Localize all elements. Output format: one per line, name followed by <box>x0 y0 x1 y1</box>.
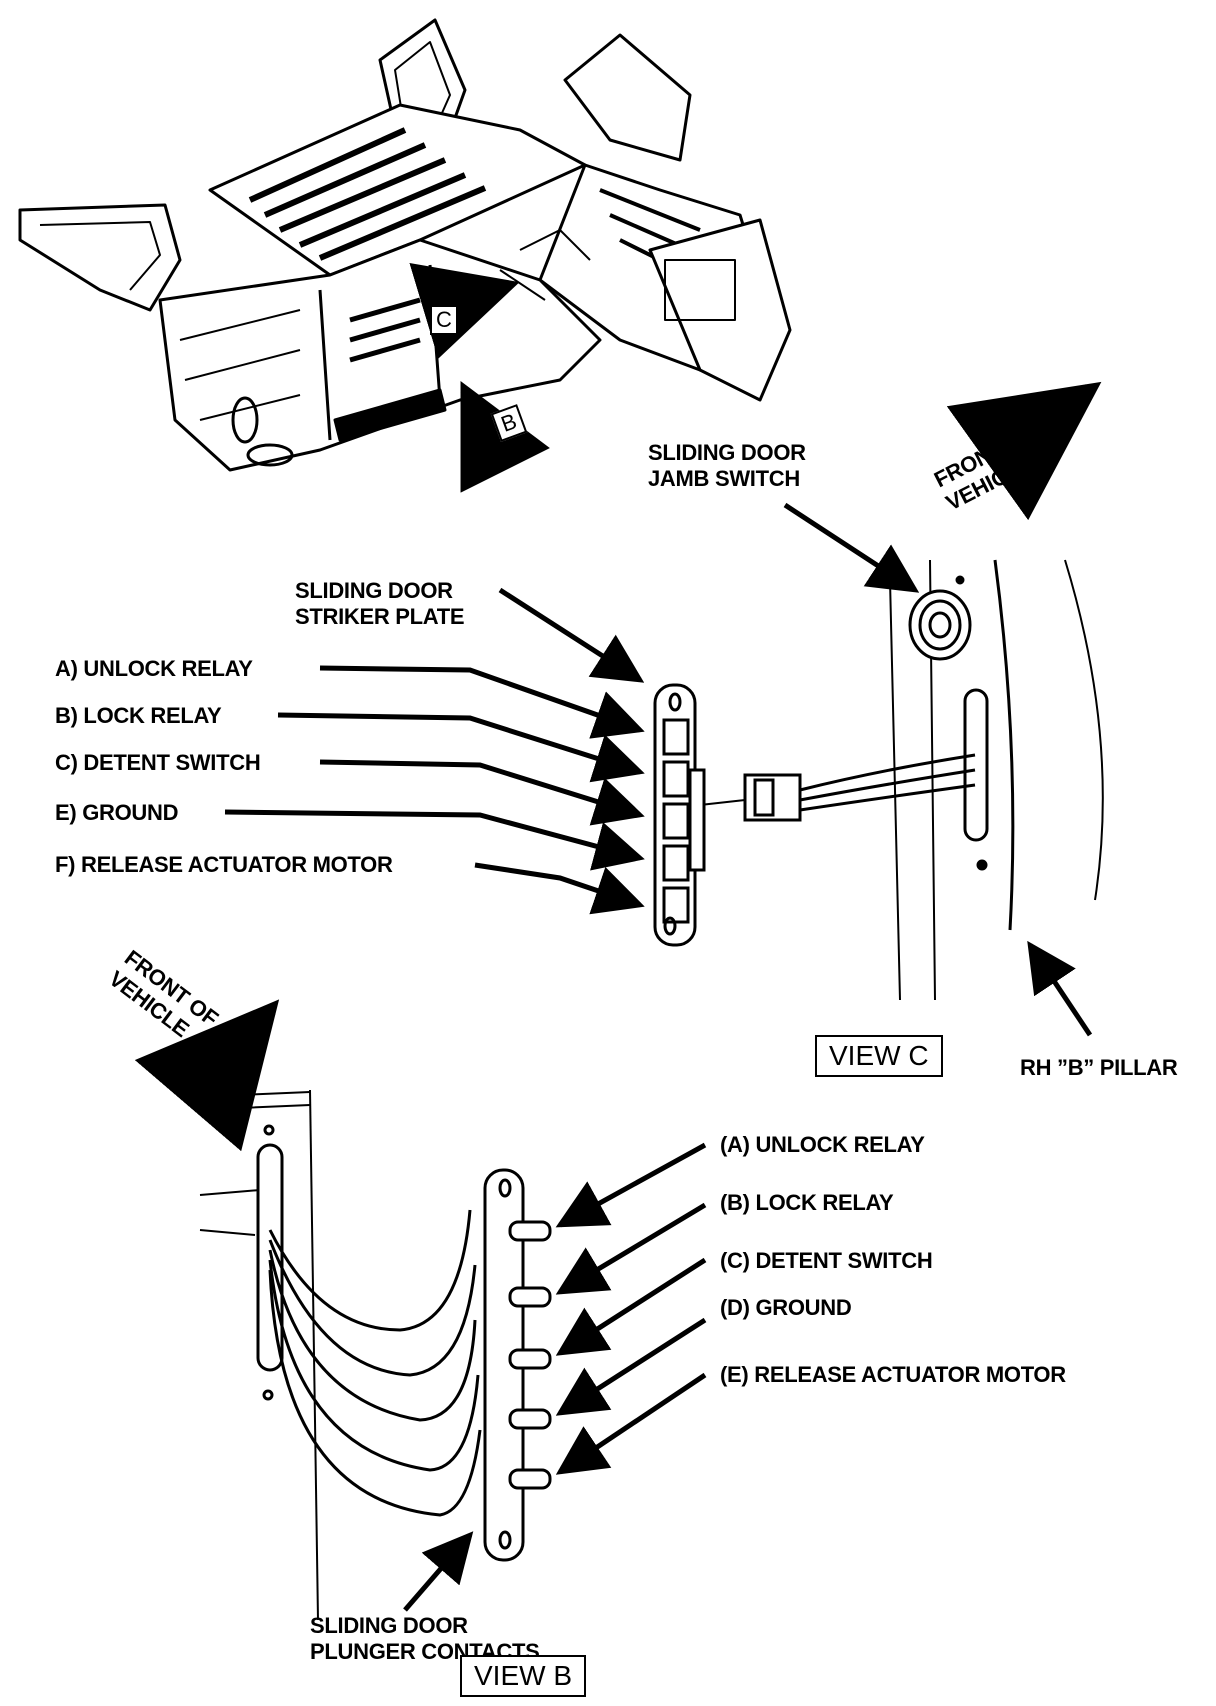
view-b-terminal-d: (D) GROUND <box>720 1295 852 1320</box>
view-c-terminal-c: C) DETENT SWITCH <box>55 750 261 775</box>
view-b-title: VIEW B <box>460 1655 587 1697</box>
view-c-terminal-e: E) GROUND <box>55 800 179 825</box>
jamb-switch-label: SLIDING DOOR JAMB SWITCH <box>648 440 806 491</box>
vehicle-illustration <box>18 18 792 493</box>
view-b-terminal-e: (E) RELEASE ACTUATOR MOTOR <box>720 1362 1066 1387</box>
striker-plate-label: SLIDING DOOR STRIKER PLATE <box>295 578 465 629</box>
view-b-illustration <box>199 1089 552 1621</box>
view-c-terminal-f: F) RELEASE ACTUATOR MOTOR <box>55 852 393 877</box>
view-c-title: VIEW C <box>815 1035 943 1077</box>
view-b-leader-lines <box>403 1142 707 1612</box>
rh-b-pillar-label: RH ”B” PILLAR <box>1020 1055 1178 1080</box>
view-c-terminal-a: A) UNLOCK RELAY <box>55 656 253 681</box>
view-b-terminal-a: (A) UNLOCK RELAY <box>720 1132 925 1157</box>
view-b-terminal-b: (B) LOCK RELAY <box>720 1190 894 1215</box>
view-c-leader-lines <box>224 502 1093 1037</box>
view-b-terminal-c: (C) DETENT SWITCH <box>720 1248 933 1273</box>
view-c-illustration <box>653 559 1104 1001</box>
callout-c: C <box>430 305 458 335</box>
view-c-terminal-b: B) LOCK RELAY <box>55 703 222 728</box>
